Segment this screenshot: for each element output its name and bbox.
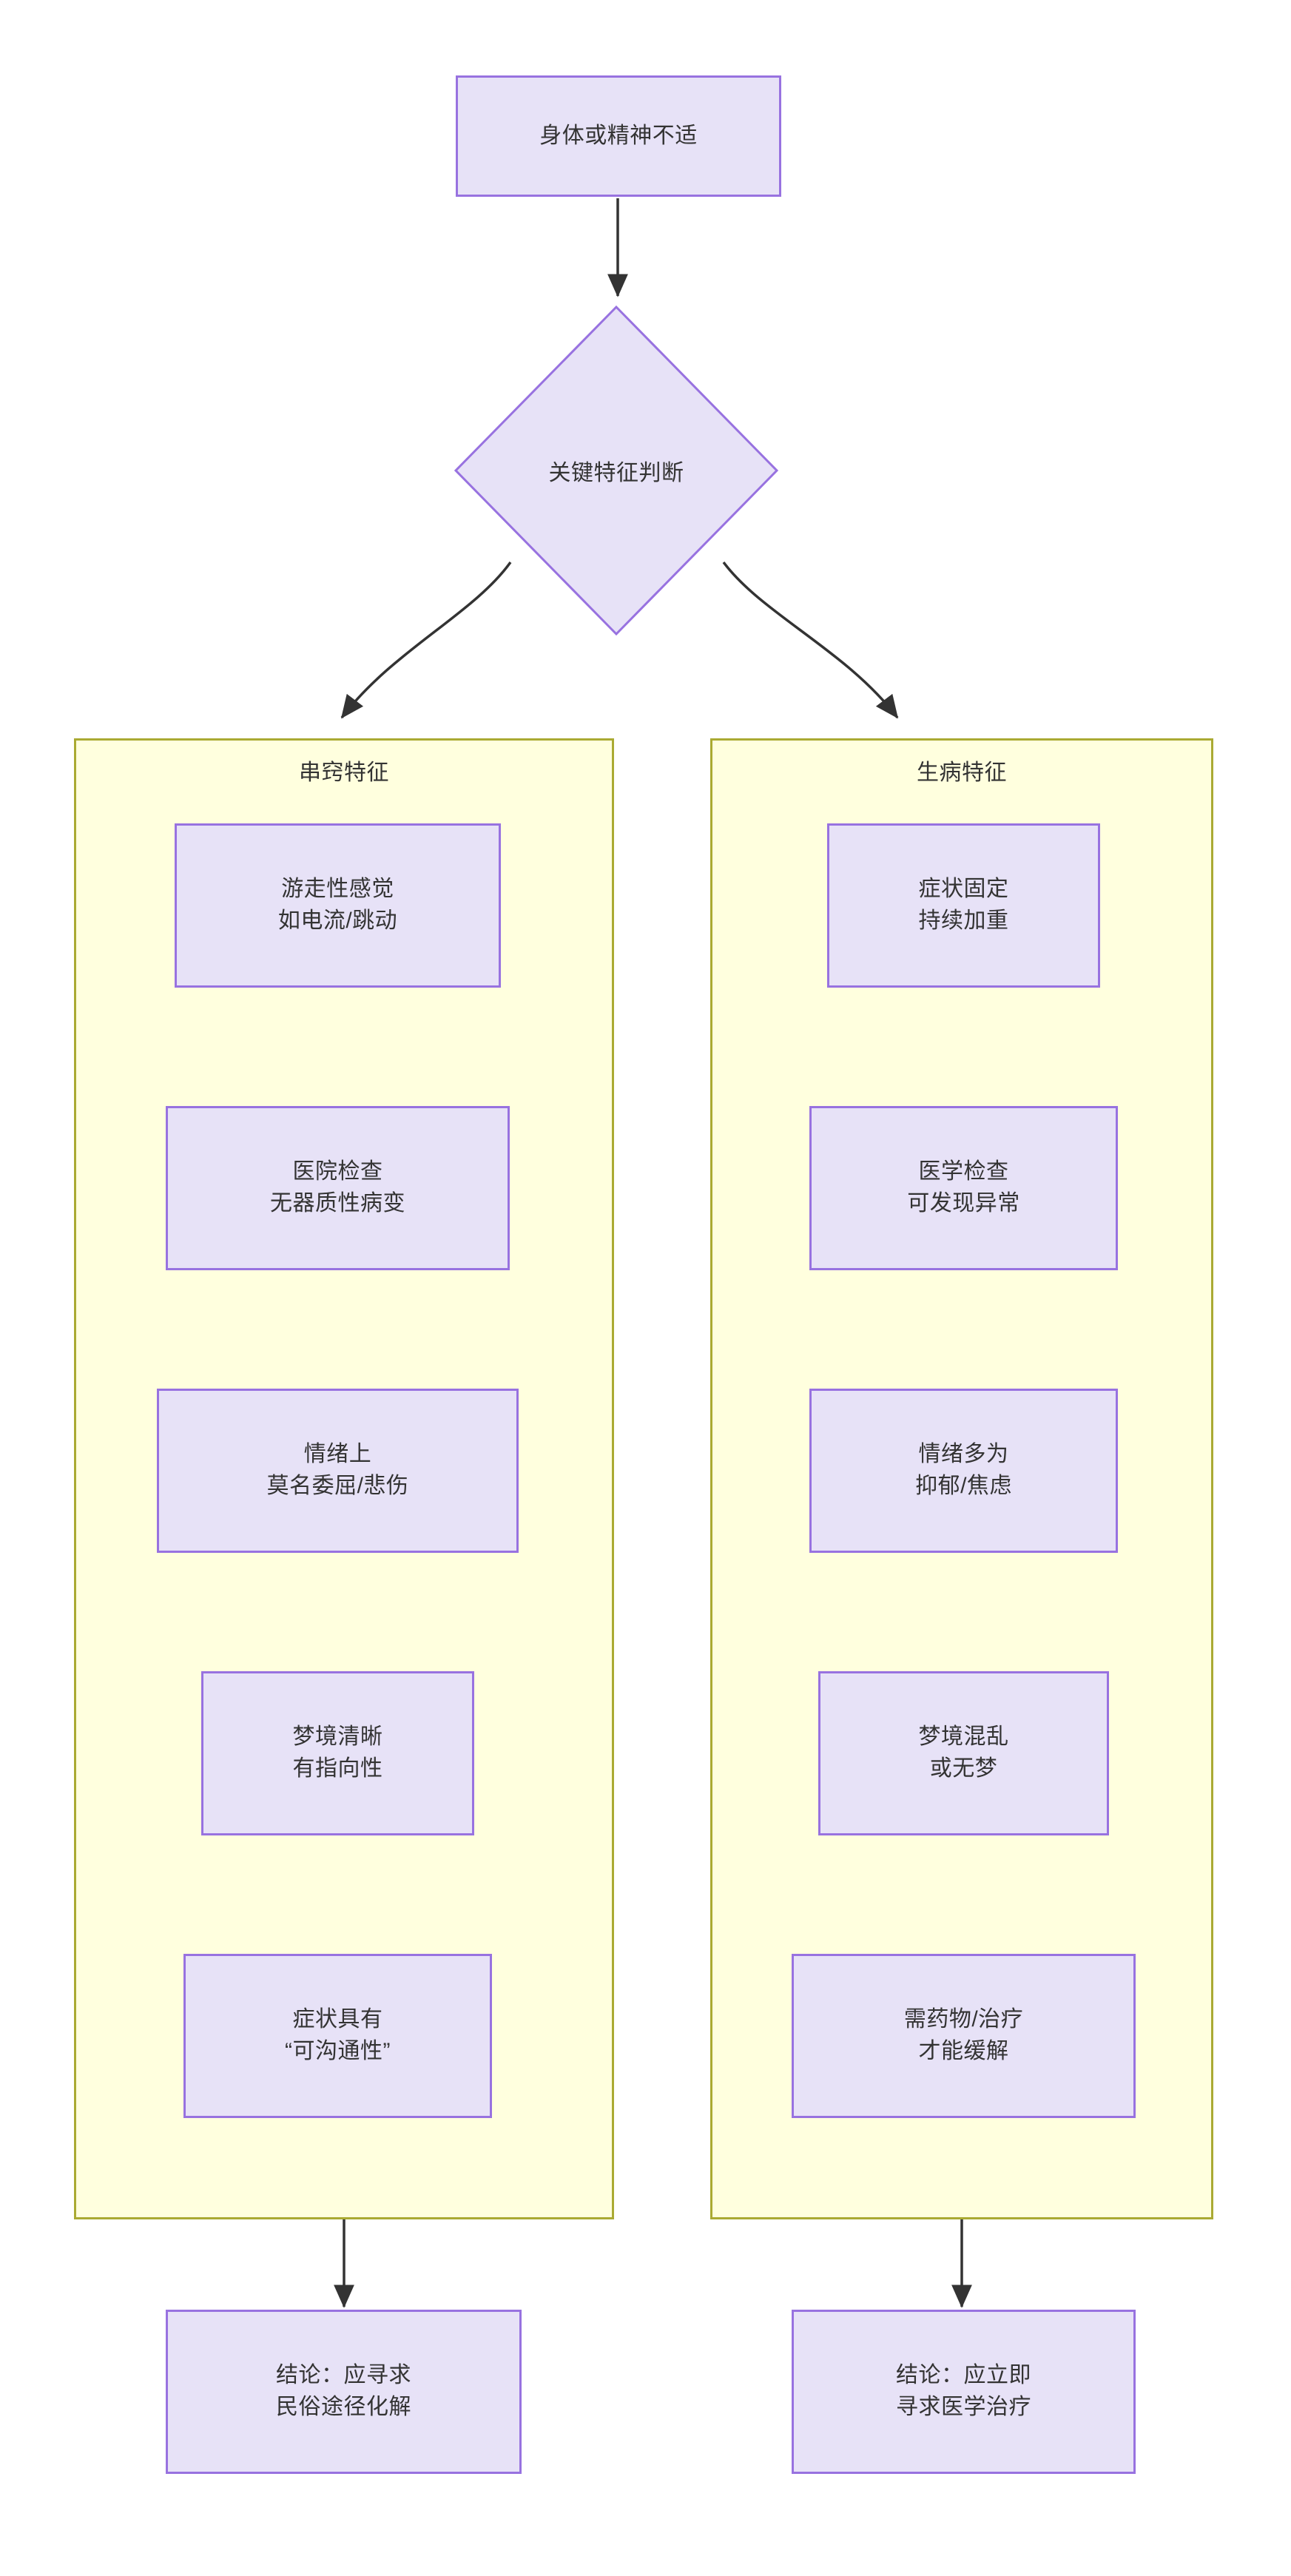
node-conclusion-chuanqiao-line1: 结论：应寻求	[276, 2363, 411, 2388]
node-chuanqiao-3-line1: 情绪上	[303, 1442, 372, 1467]
node-conclusion-chuanqiao-line2: 民俗途径化解	[276, 2395, 411, 2419]
node-shengbing-2-line2: 可发现异常	[907, 1191, 1020, 1215]
node-chuanqiao-1-line1: 游走性感觉	[281, 877, 394, 902]
node-shengbing-1[interactable]: 症状固定 持续加重	[827, 823, 1100, 988]
node-chuanqiao-1[interactable]: 游走性感觉 如电流/跳动	[175, 823, 501, 988]
node-shengbing-1-line2: 持续加重	[918, 908, 1009, 933]
node-shengbing-3[interactable]: 情绪多为 抑郁/焦虑	[809, 1389, 1118, 1553]
node-chuanqiao-1-line2: 如电流/跳动	[277, 908, 398, 933]
node-conclusion-chuanqiao[interactable]: 结论：应寻求 民俗途径化解	[166, 2310, 522, 2474]
node-shengbing-3-line2: 抑郁/焦虑	[915, 1474, 1012, 1498]
node-shengbing-4-line1: 梦境混乱	[918, 1724, 1009, 1750]
node-chuanqiao-4[interactable]: 梦境清晰 有指向性	[201, 1671, 474, 1835]
node-chuanqiao-3[interactable]: 情绪上 莫名委屈/悲伤	[157, 1389, 519, 1553]
node-decision[interactable]: 关键特征判断	[454, 305, 779, 636]
node-conclusion-shengbing-line1: 结论：应立即	[896, 2363, 1031, 2388]
node-conclusion-shengbing-line2: 寻求医学治疗	[896, 2395, 1031, 2419]
node-start-label: 身体或精神不适	[539, 123, 698, 148]
cluster-chuanqiao-title: 串窍特征	[299, 761, 389, 785]
node-shengbing-1-line1: 症状固定	[918, 877, 1009, 902]
node-shengbing-2[interactable]: 医学检查 可发现异常	[809, 1106, 1118, 1270]
node-chuanqiao-4-line2: 有指向性	[292, 1756, 383, 1781]
node-conclusion-shengbing[interactable]: 结论：应立即 寻求医学治疗	[792, 2310, 1136, 2474]
node-chuanqiao-5[interactable]: 症状具有 “可沟通性”	[183, 1954, 492, 2118]
node-shengbing-2-line1: 医学检查	[918, 1159, 1009, 1184]
node-chuanqiao-2-line1: 医院检查	[292, 1159, 383, 1184]
node-chuanqiao-5-line2: “可沟通性”	[285, 2039, 391, 2063]
node-chuanqiao-2[interactable]: 医院检查 无器质性病变	[166, 1106, 510, 1270]
node-shengbing-5-line1: 需药物/治疗	[903, 2007, 1024, 2032]
node-chuanqiao-4-line1: 梦境清晰	[292, 1724, 383, 1750]
node-shengbing-3-line1: 情绪多为	[918, 1442, 1009, 1467]
node-chuanqiao-3-line2: 莫名委屈/悲伤	[266, 1474, 409, 1498]
node-shengbing-4-line2: 或无梦	[929, 1756, 998, 1781]
node-decision-label: 关键特征判断	[548, 461, 684, 485]
node-shengbing-4[interactable]: 梦境混乱 或无梦	[818, 1671, 1109, 1835]
cluster-shengbing-title: 生病特征	[917, 761, 1007, 785]
node-chuanqiao-5-line1: 症状具有	[292, 2007, 383, 2032]
node-start[interactable]: 身体或精神不适	[456, 75, 781, 197]
diamond-shape	[454, 305, 779, 636]
node-chuanqiao-2-line2: 无器质性病变	[270, 1191, 405, 1215]
node-shengbing-5[interactable]: 需药物/治疗 才能缓解	[792, 1954, 1136, 2118]
node-shengbing-5-line2: 才能缓解	[918, 2039, 1009, 2063]
